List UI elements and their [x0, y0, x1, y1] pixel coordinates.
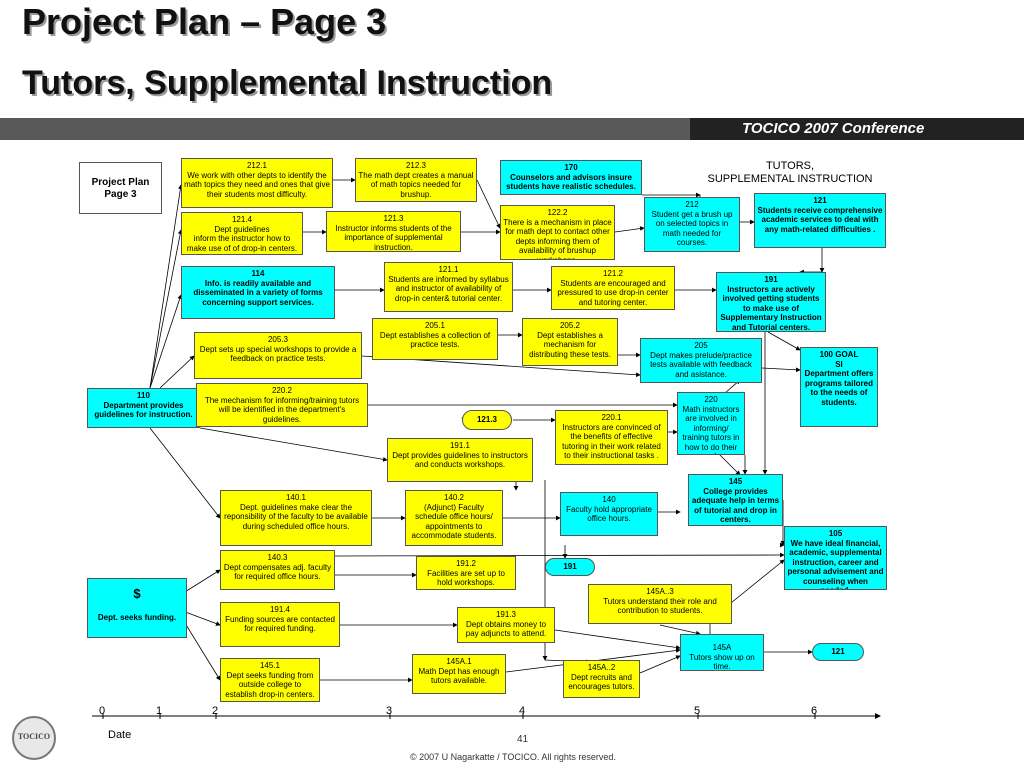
node-145a: 145A Tutors show up on time.: [680, 634, 764, 671]
node-121: 121 Students receive comprehensive acade…: [754, 193, 886, 248]
node-145-1: 145.1 Dept seeks funding from outside co…: [220, 658, 320, 702]
node-121-2: 121.2 Students are encouraged and pressu…: [551, 266, 675, 310]
axis-tick-5: 5: [694, 705, 701, 717]
node-191-3: 191.3 Dept obtains money to pay adjuncts…: [457, 607, 555, 643]
node-220-2: 220.2 The mechanism for informing/traini…: [196, 383, 368, 427]
node-145a-1: 145A.1 Math Dept has enough tutors avail…: [412, 654, 506, 694]
dollar-funding-box: $ Dept. seeks funding.: [87, 578, 187, 638]
node-121-3: 121.3 Instructor informs students of the…: [326, 211, 461, 252]
node-191-4: 191.4 Funding sources are contacted for …: [220, 602, 340, 647]
node-110: 110 Department provides guidelines for i…: [87, 388, 200, 428]
node-212-1: 212.1 We work with other depts to identi…: [181, 158, 333, 208]
pill-121-3: 121.3: [462, 410, 512, 430]
node-205: 205 Dept makes prelude/practice tests av…: [640, 338, 762, 383]
node-191-1: 191.1 Dept provides guidelines to instru…: [387, 438, 533, 482]
axis-tick-2: 2: [212, 705, 219, 717]
dollar-funding-text: Dept. seeks funding.: [97, 613, 177, 622]
node-205-2: 205.2 Dept establishes a mechanism for d…: [522, 318, 618, 366]
logo-text: TOCICO: [17, 732, 51, 741]
copyright: © 2007 U Nagarkatte / TOCICO. All rights…: [410, 752, 616, 762]
axis-tick-0: 0: [99, 705, 106, 717]
page-title: Project Plan – Page 3: [22, 1, 387, 42]
pill-191: 191: [545, 558, 595, 576]
node-145: 145 College provides adequate help in te…: [688, 474, 783, 526]
header-band-dark: [690, 118, 1024, 140]
axis-tick-4: 4: [519, 705, 526, 717]
node-205-1: 205.1 Dept establishes a collection of p…: [372, 318, 498, 360]
node-191: 191 Instructors are actively involved ge…: [716, 272, 826, 332]
page-number: 41: [517, 734, 529, 745]
node-205-3: 205.3 Dept sets up special workshops to …: [194, 332, 362, 379]
project-plan-label: Project Plan Page 3: [79, 162, 162, 214]
node-145a-3: 145A..3 Tutors understand their role and…: [588, 584, 732, 624]
tutors-si-label: TUTORS, SUPPLEMENTAL INSTRUCTION: [707, 160, 873, 185]
node-140: 140 Faculty hold appropriate office hour…: [560, 492, 658, 536]
node-140-2: 140.2 (Adjunct) Faculty schedule office …: [405, 490, 503, 546]
conference-label: TOCICO 2007 Conference: [742, 120, 925, 137]
pill-121: 121: [812, 643, 864, 661]
node-140-3: 140.3 Dept compensates adj. faculty for …: [220, 550, 335, 590]
node-100-goal: 100 GOAL SI Department offers programs t…: [800, 347, 878, 427]
node-121-1: 121.1 Students are informed by syllabus …: [384, 262, 513, 312]
node-114: 114 Info. is readily available and disse…: [181, 266, 335, 319]
node-122-2: 122.2 There is a mechanism in place for …: [500, 205, 615, 260]
dollar-icon: $: [133, 586, 141, 601]
node-212-3: 212.3 The math dept creates a manual of …: [355, 158, 477, 202]
node-191-2: 191.2 Facilities are set up to hold work…: [416, 556, 516, 590]
node-140-1: 140.1 Dept. guidelines make clear the re…: [220, 490, 372, 546]
node-105: 105 We have ideal financial, academic, s…: [784, 526, 887, 590]
axis-tick-3: 3: [386, 705, 393, 717]
axis-date-label: Date: [108, 729, 132, 741]
page-subtitle: Tutors, Supplemental Instruction: [22, 64, 553, 102]
node-212: 212 Student get a brush up on selected t…: [644, 197, 740, 252]
tocico-logo: TOCICO: [12, 716, 56, 760]
node-170: 170 Counselors and advisors insure stude…: [500, 160, 642, 195]
axis-tick-6: 6: [811, 705, 818, 717]
axis-tick-1: 1: [156, 705, 163, 717]
node-220-1: 220.1 Instructors are convinced of the b…: [555, 410, 668, 465]
node-220: 220 Math instructors are involved in inf…: [677, 392, 745, 455]
node-145a-2: 145A..2 Dept recruits and encourages tut…: [563, 660, 640, 698]
node-121-4: 121.4 Dept guidelines inform the instruc…: [181, 212, 303, 255]
